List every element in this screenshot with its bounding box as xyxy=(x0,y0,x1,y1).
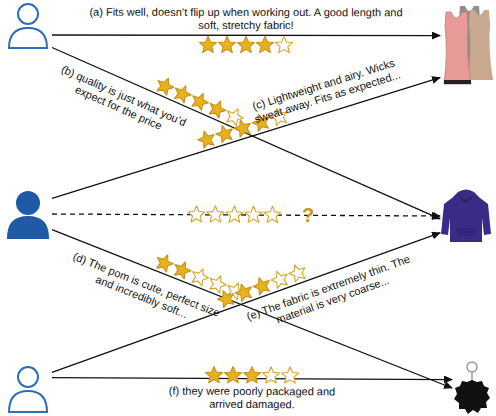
star-empty xyxy=(264,206,281,222)
star-empty xyxy=(287,262,309,283)
user-icon xyxy=(4,362,52,414)
rating-stars xyxy=(154,36,309,383)
item-node xyxy=(440,2,496,86)
user-head xyxy=(17,192,39,214)
item-node xyxy=(440,188,492,244)
review-text: (a) Fits well, doesn’t flip up when work… xyxy=(86,6,406,33)
user-body xyxy=(9,391,47,412)
star-empty xyxy=(269,268,291,289)
star-empty xyxy=(275,36,292,52)
user-node xyxy=(4,188,52,240)
review-text: (d) The pom is cute, perfect size and in… xyxy=(60,247,228,334)
star-filled xyxy=(243,367,260,383)
star-empty xyxy=(207,273,229,294)
pom-keychain-image xyxy=(452,360,492,416)
rating-edge xyxy=(52,230,452,388)
tank-tops-image xyxy=(440,2,496,86)
hoodie-body xyxy=(441,190,491,243)
star-filled xyxy=(205,366,222,382)
unknown-rating-mark: ? xyxy=(298,204,318,226)
star-filled xyxy=(232,117,253,138)
star-filled xyxy=(251,275,273,296)
star-filled xyxy=(171,82,193,104)
star-empty xyxy=(281,367,298,383)
item-node xyxy=(452,360,492,416)
rating-edge xyxy=(52,233,440,373)
star-filled xyxy=(206,98,228,120)
hoodie-hood xyxy=(458,193,474,203)
star-filled xyxy=(256,36,273,52)
user-icon xyxy=(4,0,52,50)
user-body xyxy=(8,217,48,238)
hoodie-pocket xyxy=(456,228,476,236)
user-head xyxy=(18,367,38,387)
review-text: (f) they were poorly packaged and arrive… xyxy=(152,384,352,411)
user-node xyxy=(4,362,52,414)
rating-edge xyxy=(52,48,440,219)
star-filled xyxy=(218,36,235,52)
hoodie-image xyxy=(440,188,492,244)
star-rating xyxy=(205,366,298,383)
user-icon xyxy=(4,188,52,240)
star-filled xyxy=(154,75,176,97)
review-text: (c) Lightweight and airy. Wicks sweat aw… xyxy=(238,53,413,130)
star-filled xyxy=(237,36,254,52)
user-head xyxy=(18,4,38,24)
star-rating xyxy=(199,36,292,52)
user-body xyxy=(9,28,47,48)
star-empty xyxy=(207,206,224,222)
star-filled xyxy=(224,366,241,382)
star-rating xyxy=(188,206,281,223)
star-empty xyxy=(188,206,205,222)
user-node xyxy=(4,0,52,50)
star-filled xyxy=(154,252,176,273)
tank-top xyxy=(444,12,471,84)
tank-top xyxy=(468,10,493,80)
star-filled xyxy=(171,259,193,280)
key-ring xyxy=(467,362,477,372)
star-filled xyxy=(199,36,216,52)
star-empty xyxy=(226,206,243,222)
tank-top-hem xyxy=(444,80,471,84)
review-text: (b) quality is just what you’d expect fo… xyxy=(47,60,195,144)
pom-ball xyxy=(454,380,490,414)
star-filled xyxy=(233,281,255,302)
star-empty xyxy=(189,266,211,287)
star-filled xyxy=(196,129,217,150)
star-filled xyxy=(214,123,235,144)
rating-edge xyxy=(52,214,440,216)
star-empty xyxy=(262,367,279,383)
star-empty xyxy=(245,206,262,222)
star-filled xyxy=(189,90,211,112)
